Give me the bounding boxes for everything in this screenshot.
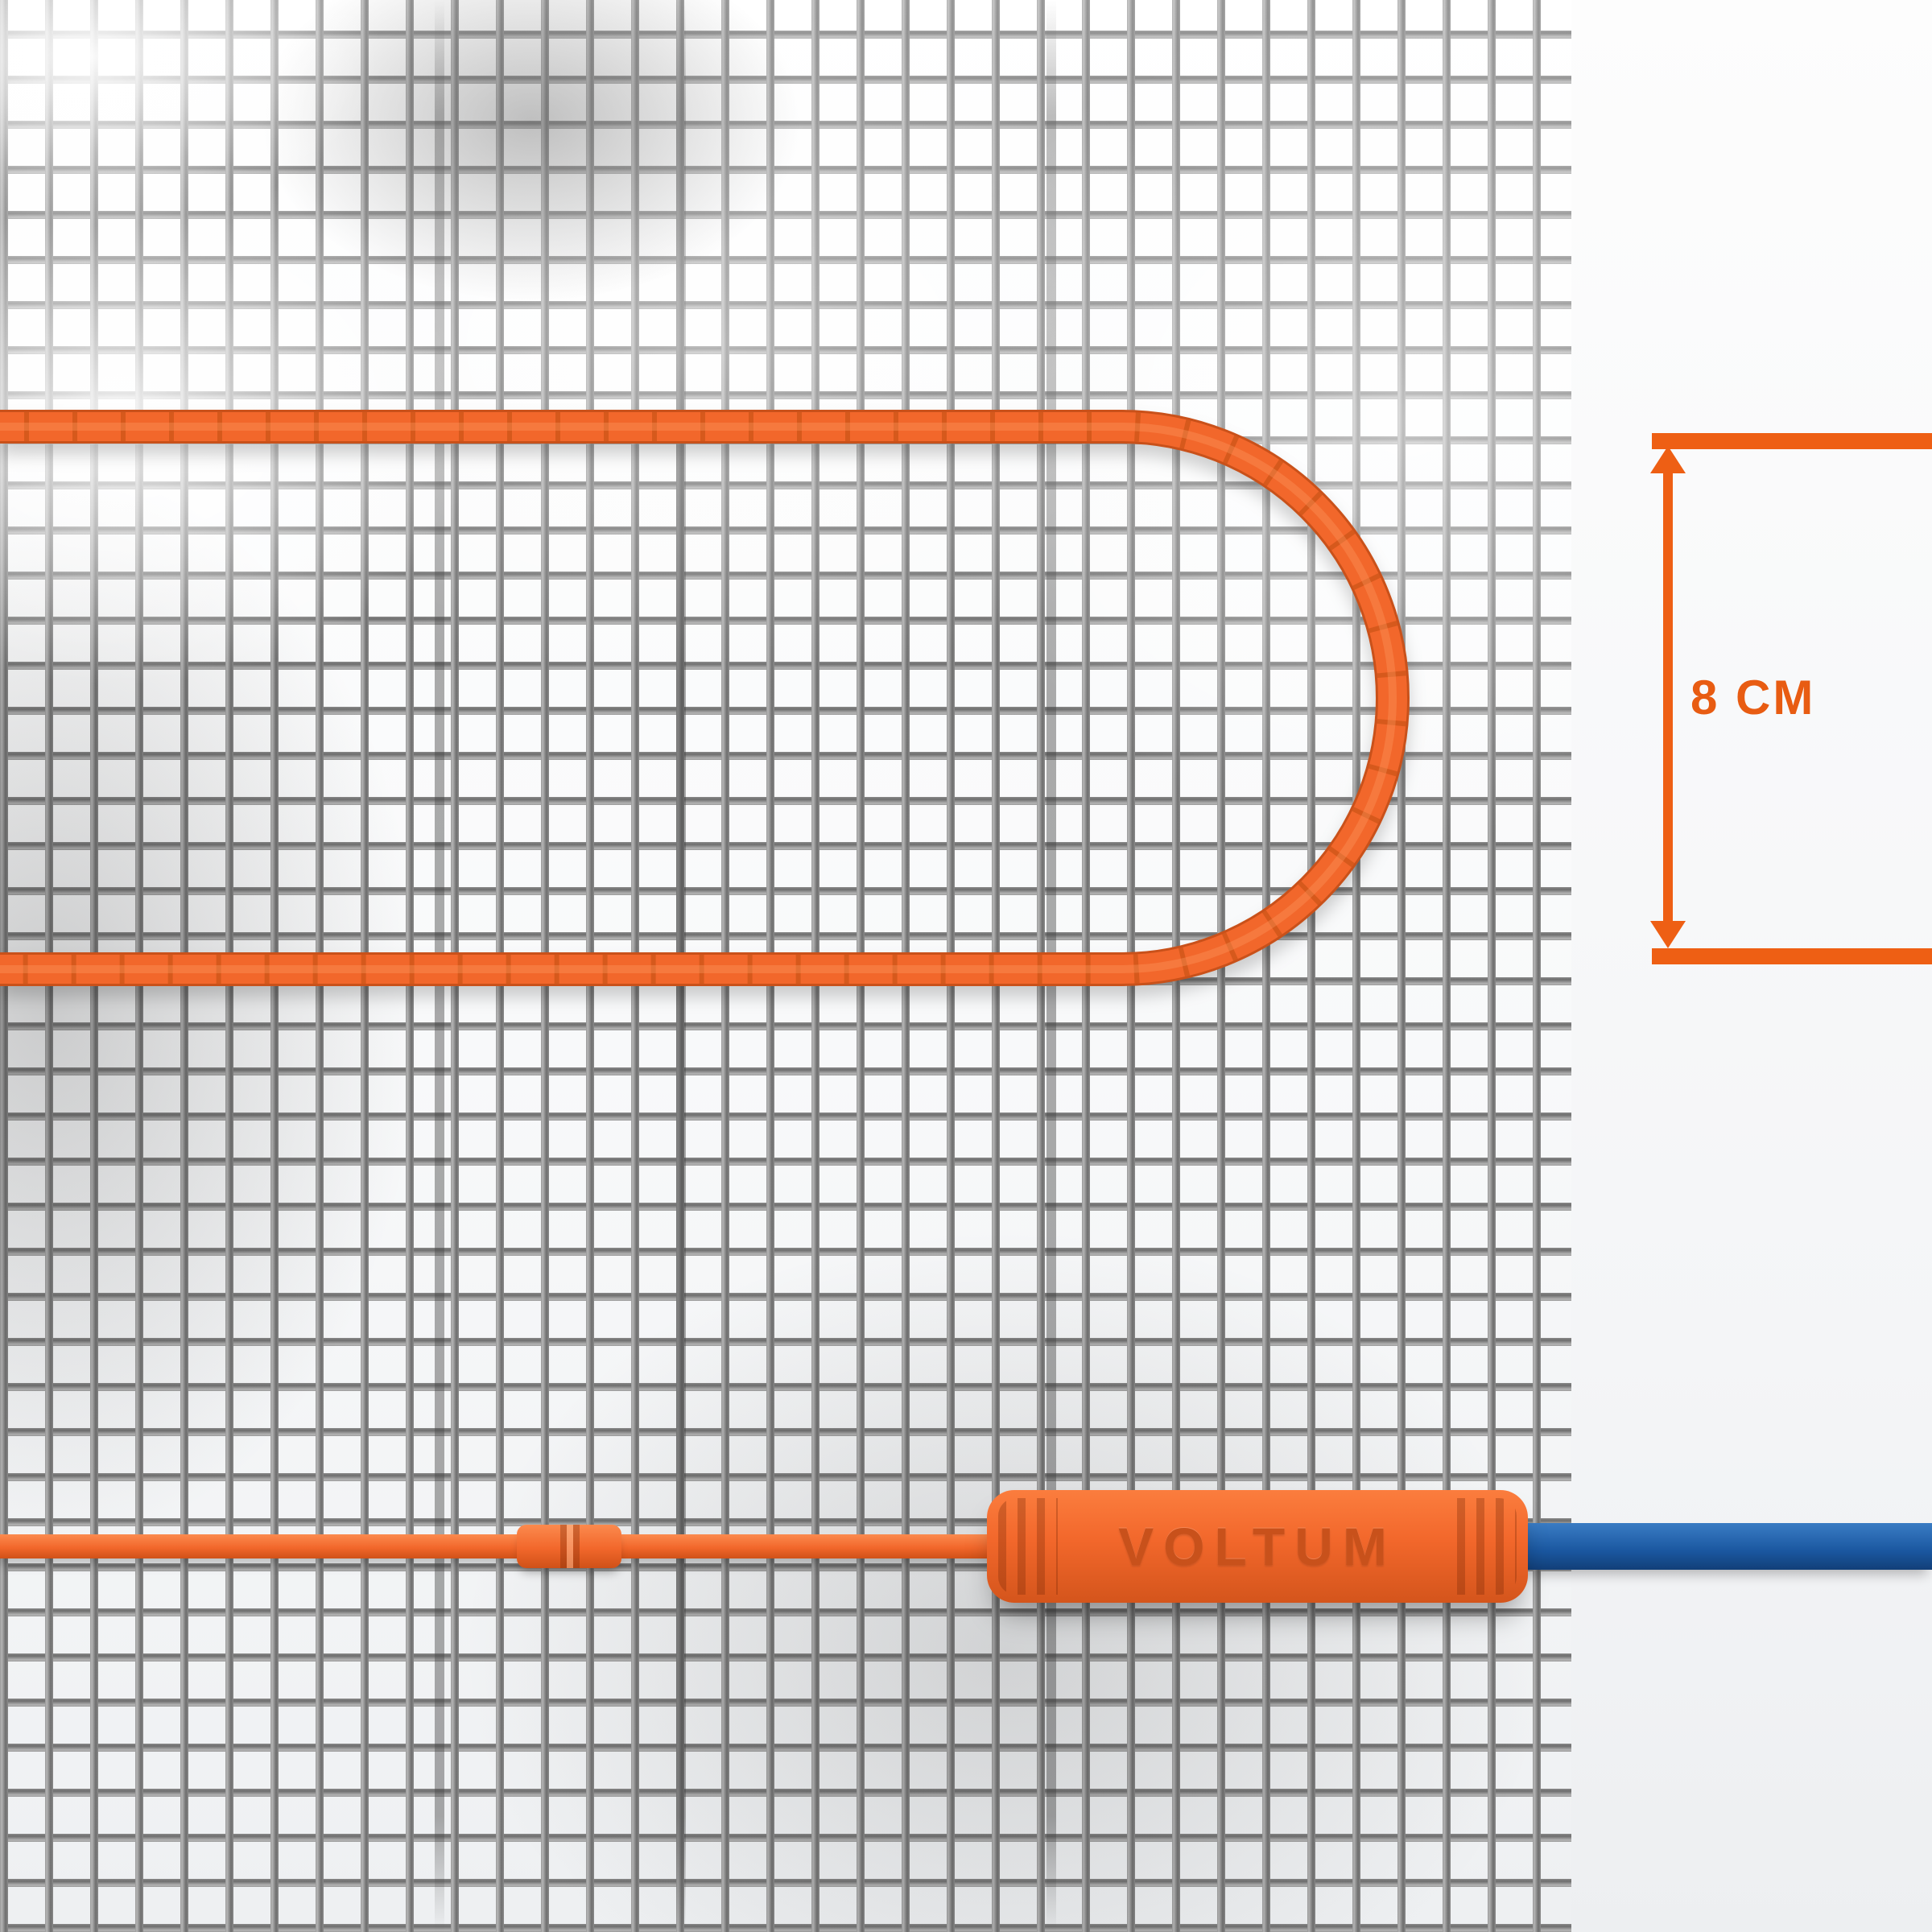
dimension-bar-bottom [1652,948,1932,964]
background-panel [1571,0,1932,1932]
cable-splice-coupling [517,1525,621,1568]
dimension-bar-top [1652,433,1932,449]
mesh-accent-wire [1046,0,1056,1932]
power-cord-blue [1505,1523,1932,1570]
dimension-line [1663,470,1673,927]
dimension-arrow-up-icon [1650,446,1686,473]
wire-mesh-grid [0,0,1571,1932]
mesh-accent-wire [676,0,686,1932]
brand-label: VOLTUM [1118,1517,1397,1576]
cold-lead-cable-orange [0,1534,1014,1558]
dimension-arrow-down-icon [1650,921,1686,948]
connector-ribs-right [1457,1498,1517,1595]
connector-ribs-left [998,1498,1058,1595]
connector-housing: VOLTUM [987,1490,1528,1603]
dimension-label: 8 CM [1690,671,1816,724]
mesh-accent-wire [435,0,444,1932]
